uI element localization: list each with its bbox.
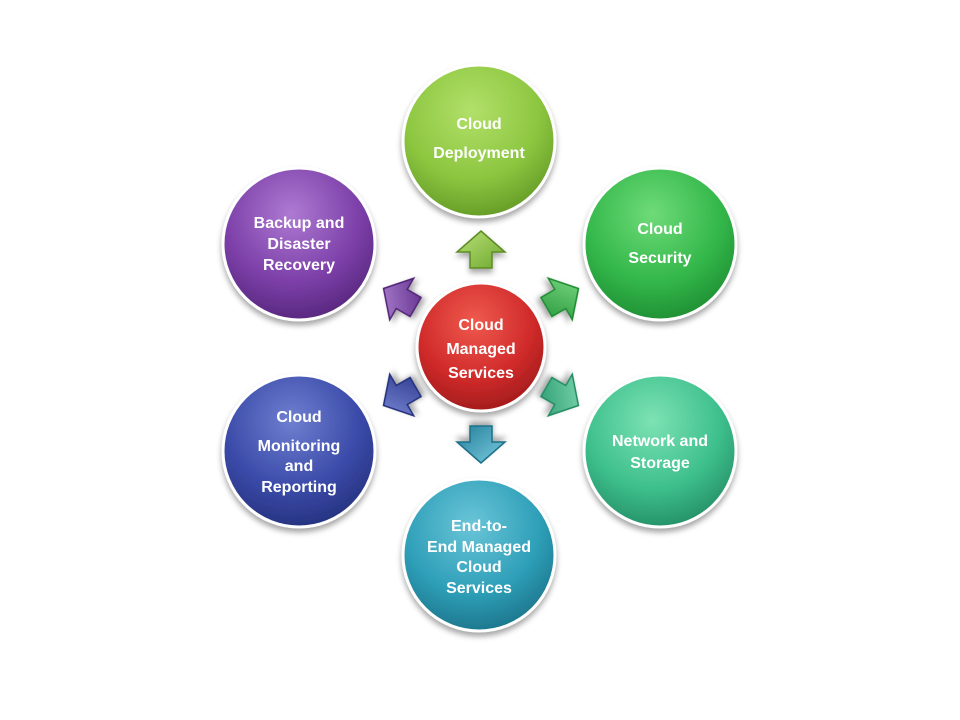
deployment-label-line-1: Cloud <box>456 116 501 133</box>
center-label-line-2: Managed <box>446 341 515 358</box>
deployment-label-line-2: Deployment <box>433 145 525 162</box>
monitoring-label-line-3: and <box>285 458 313 475</box>
monitoring-label-line-4: Reporting <box>261 479 337 496</box>
node-cloud-security: Cloud Security <box>582 166 738 322</box>
node-backup-recovery: Backup and Disaster Recovery <box>221 166 377 322</box>
arrow-to-deployment <box>455 230 507 269</box>
security-label-line-2: Security <box>628 250 691 267</box>
monitoring-label-line-1: Cloud <box>276 409 321 426</box>
network-label-line-2: Storage <box>630 455 690 472</box>
arrow-to-network-storage <box>539 372 580 418</box>
end-to-end-label-line-1: End-to- <box>451 518 507 535</box>
end-to-end-label-line-4: Services <box>446 580 512 597</box>
arrow-to-monitoring <box>382 372 423 418</box>
network-label-line-1: Network and <box>612 433 708 450</box>
center-label-line-3: Services <box>448 365 514 382</box>
backup-label-line-2: Disaster <box>267 236 330 253</box>
end-to-end-label-line-3: Cloud <box>456 559 501 576</box>
arrow-to-security <box>539 276 580 322</box>
monitoring-label-line-2: Monitoring <box>258 438 341 455</box>
node-network-storage: Network and Storage <box>582 373 738 529</box>
end-to-end-label-line-2: End Managed <box>427 539 531 556</box>
arrow-to-backup <box>382 276 423 322</box>
backup-label-line-3: Recovery <box>263 257 335 274</box>
arrow-to-end-to-end <box>455 425 507 464</box>
center-node: Cloud Managed Services <box>415 281 547 413</box>
node-cloud-monitoring: Cloud Monitoring and Reporting <box>221 373 377 529</box>
center-label-line-1: Cloud <box>458 317 503 334</box>
node-end-to-end-managed: End-to- End Managed Cloud Services <box>401 477 557 633</box>
node-cloud-deployment: Cloud Deployment <box>401 63 557 219</box>
backup-label-line-1: Backup and <box>254 215 345 232</box>
security-label-line-1: Cloud <box>637 221 682 238</box>
